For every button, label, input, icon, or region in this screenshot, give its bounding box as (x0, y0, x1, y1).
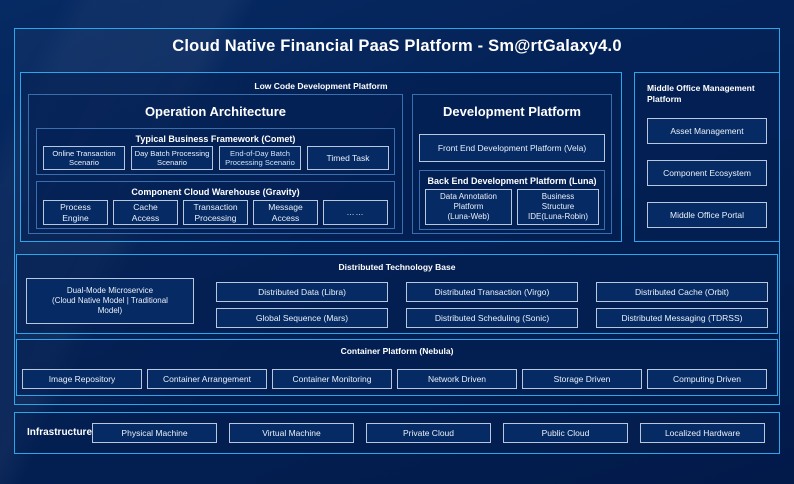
node-middle-office-portal[interactable]: Middle Office Portal (647, 202, 767, 228)
page-title: Cloud Native Financial PaaS Platform - S… (172, 37, 622, 55)
back-end-development-platform-header: Back End Development Platform (Luna) (427, 176, 597, 186)
node-timed-task[interactable]: Timed Task (307, 146, 389, 170)
node-physical-machine[interactable]: Physical Machine (92, 423, 217, 443)
node-virtual-machine[interactable]: Virtual Machine (229, 423, 354, 443)
component-cloud-warehouse-header: Component Cloud Warehouse (Gravity) (131, 187, 300, 197)
node-network-driven[interactable]: Network Driven (397, 369, 517, 389)
node-computing-driven[interactable]: Computing Driven (647, 369, 767, 389)
typical-business-framework-header: Typical Business Framework (Comet) (135, 134, 296, 144)
node-private-cloud[interactable]: Private Cloud (366, 423, 491, 443)
node-localized-hardware[interactable]: Localized Hardware (640, 423, 765, 443)
node-container-monitoring[interactable]: Container Monitoring (272, 369, 392, 389)
infrastructure-label: Infrastructure (27, 427, 93, 438)
node-dual-mode-microservice[interactable]: Dual-Mode Microservice (Cloud Native Mod… (26, 278, 194, 324)
node-message-access[interactable]: Message Access (253, 200, 318, 225)
node-distributed-data[interactable]: Distributed Data (Libra) (216, 282, 388, 302)
node-global-sequence[interactable]: Global Sequence (Mars) (216, 308, 388, 328)
container-platform-header: Container Platform (Nebula) (340, 346, 454, 356)
node-data-annotation-platform[interactable]: Data Annotation Platform (Luna-Web) (425, 189, 512, 225)
node-public-cloud[interactable]: Public Cloud (503, 423, 628, 443)
node-business-structure-ide[interactable]: Business Structure IDE(Luna-Robin) (517, 189, 599, 225)
node-more-ellipsis[interactable]: …… (323, 200, 388, 225)
node-container-arrangement[interactable]: Container Arrangement (147, 369, 267, 389)
middle-office-header: Middle Office Management Platform (647, 83, 755, 105)
development-platform-header: Development Platform (443, 104, 581, 119)
node-end-of-day-batch-processing-scenario[interactable]: End-of-Day Batch Processing Scenario (219, 146, 301, 170)
node-day-batch-processing-scenario[interactable]: Day Batch Processing Scenario (131, 146, 213, 170)
node-component-ecosystem[interactable]: Component Ecosystem (647, 160, 767, 186)
node-front-end-development-platform[interactable]: Front End Development Platform (Vela) (419, 134, 605, 162)
node-distributed-cache[interactable]: Distributed Cache (Orbit) (596, 282, 768, 302)
node-process-engine[interactable]: Process Engine (43, 200, 108, 225)
node-distributed-transaction[interactable]: Distributed Transaction (Virgo) (406, 282, 578, 302)
node-online-transaction-scenario[interactable]: Online Transaction Scenario (43, 146, 125, 170)
node-cache-access[interactable]: Cache Access (113, 200, 178, 225)
node-transaction-processing[interactable]: Transaction Processing (183, 200, 248, 225)
node-distributed-scheduling[interactable]: Distributed Scheduling (Sonic) (406, 308, 578, 328)
node-image-repository[interactable]: Image Repository (22, 369, 142, 389)
node-storage-driven[interactable]: Storage Driven (522, 369, 642, 389)
operation-architecture-header: Operation Architecture (144, 104, 287, 119)
distributed-technology-base-header: Distributed Technology Base (338, 262, 456, 272)
node-asset-management[interactable]: Asset Management (647, 118, 767, 144)
low-code-platform-header: Low Code Development Platform (254, 81, 388, 91)
node-distributed-messaging[interactable]: Distributed Messaging (TDRSS) (596, 308, 768, 328)
